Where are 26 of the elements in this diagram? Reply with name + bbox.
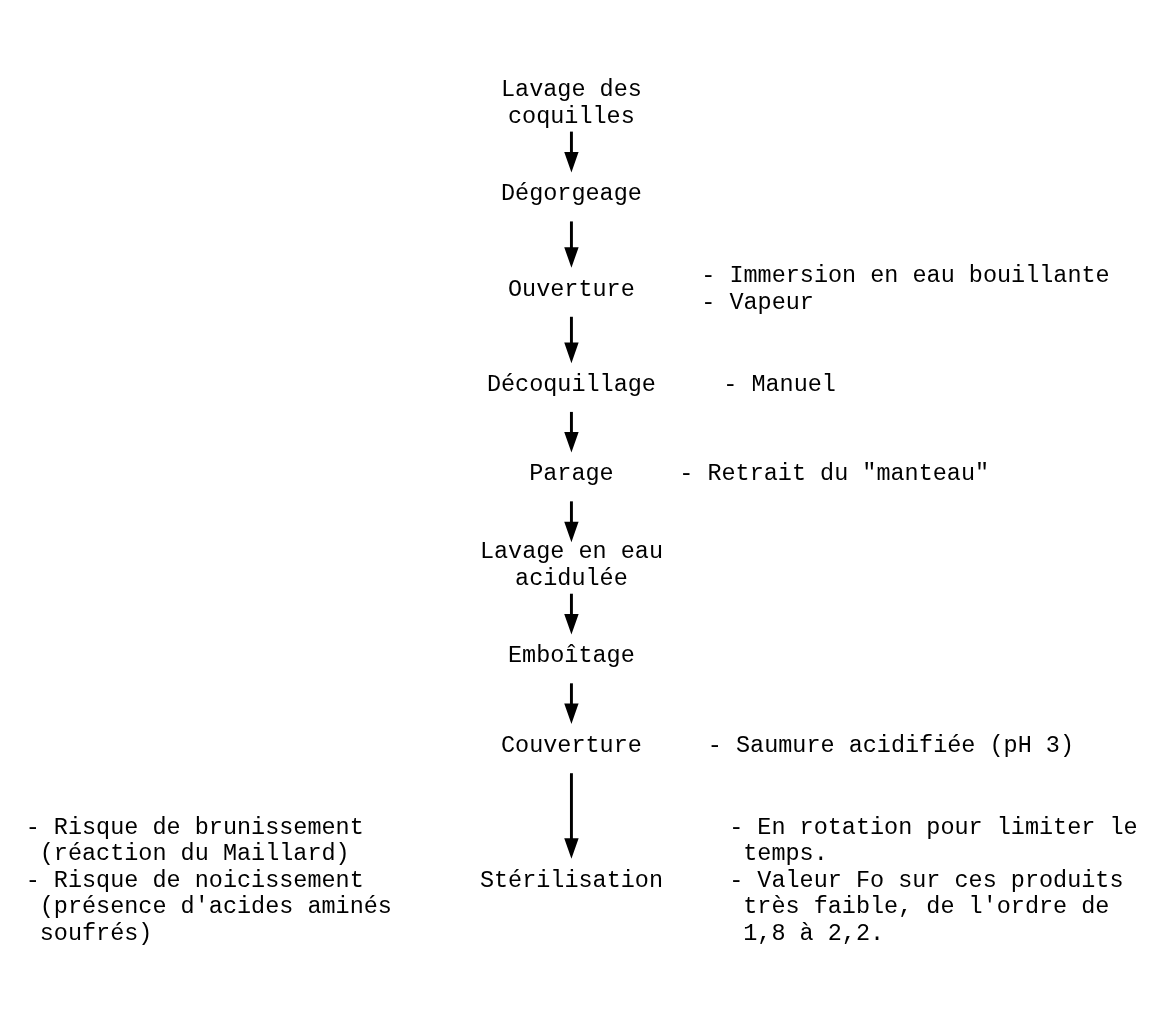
node-label: - En rotation pour limiter le temps. <box>729 814 1138 868</box>
label: - Risque de noicissement (présence d'acides aminés soufrés) <box>25 866 392 947</box>
node-text: Lavage en eau acidulée <box>479 538 663 592</box>
arrow <box>564 773 579 859</box>
node-text: Ouverture <box>508 275 635 303</box>
node-text: Parage <box>529 460 614 488</box>
node-text: Décoquillage <box>486 370 656 398</box>
arrow <box>564 683 579 724</box>
node-text: Couverture <box>501 731 642 759</box>
arrow <box>564 221 579 268</box>
label: - Risque de brunissement (réaction du Maillard) <box>25 814 364 868</box>
node-label: - Saumure acidifiée (pH 3) <box>707 731 1075 759</box>
node-text: Emboîtage <box>508 642 635 670</box>
node-text: Dégorgeage <box>501 180 642 208</box>
node-text: Lavage des coquilles <box>501 76 642 130</box>
node-text: Stérilisation <box>479 866 663 894</box>
arrow <box>564 131 579 173</box>
arrow <box>564 501 579 543</box>
arrow <box>564 593 579 635</box>
node-label: - Manuel <box>723 370 836 398</box>
arrow <box>564 316 579 364</box>
node-label: - Vapeur <box>701 288 814 316</box>
node-label: - Immersion en eau bouillante <box>701 262 1110 290</box>
node-label: - Valeur Fo sur ces produits très faible, de l'ordre de 1,8 à 2,2. <box>729 866 1124 947</box>
arrow <box>564 411 579 453</box>
node-label: - Retrait du "manteau" <box>679 460 990 488</box>
